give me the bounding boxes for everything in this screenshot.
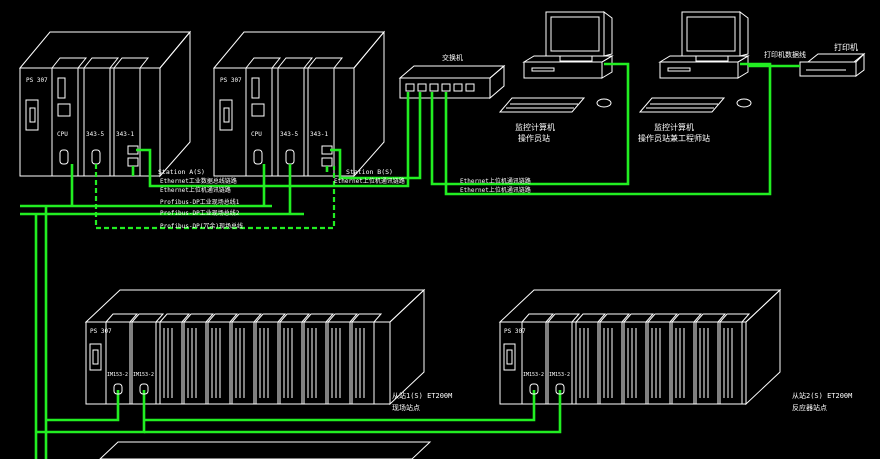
station-b-rack: PS 307 CPU 343-5 343-1 [212,30,386,178]
station-b-link-label: Ethernet上位机通讯链路 [334,177,405,185]
station-b-label: Station B(S) [346,168,393,176]
station-b-ps-label: PS 307 [220,77,242,84]
remote-1-io-slot-top [278,313,311,323]
printer-link-label: 打印机数据线 [764,50,806,59]
station-a-ps-label: PS 307 [26,77,48,84]
pc-2-caption-line-2: 操作员站兼工程师站 [638,133,710,143]
switch-to-pc1-link [430,62,630,186]
bus-label-4: Profibus-DP工业现场总线2 [160,209,240,217]
remote-1-io-slot-top [350,313,383,323]
printer-label: 打印机 [834,42,858,52]
remote-2-io-slot-top [622,313,655,323]
pc-ethernet-label-2: Ethernet上位机通讯链路 [460,186,531,194]
pc-1-caption: 监控计算机 操作员站 [515,122,555,143]
remote-2-io-slot-top [694,313,727,323]
bus-label-2: Ethernet上位机通讯链路 [160,186,231,194]
printer: 打印机 [799,42,866,77]
profibus-dp-redundant-bus [94,164,336,230]
remote-1-io-slot-top [230,313,263,323]
station-b-module-2-label: 343-5 [280,131,298,138]
station-a-module-3-label: 343-1 [116,131,134,138]
pc-1-caption-line-1: 监控计算机 [515,122,555,132]
remote-1-im-1-label: IM153-2 [107,372,128,378]
remote-connectors [113,383,565,395]
remote-1-io-slot-top [326,313,359,323]
station-b-module-3-label: 343-1 [310,131,328,138]
remote-1-io-modules [158,313,383,405]
station-b-ps-module: PS 307 [219,77,242,131]
remote-station-2-rack: PS 307 IM153-2 IM153-2 [498,288,782,406]
remote-2-io-slot-top [718,313,751,323]
remote-station-3-rack-partial [99,441,432,459]
remote-2-caption-line-1: 从站2(S) ET200M [792,391,852,400]
station-b-module-1-label: CPU [251,131,262,138]
bus-label-3: Profibus-DP工业现场总线1 [160,198,240,206]
remote-2-io-modules [574,313,751,405]
remote-2-caption-line-2: 反应器站点 [792,403,827,412]
station-a-module-1-label: CPU [57,131,68,138]
remote-1-io-slot-top [254,313,287,323]
remote-1-caption-line-1: 从站1(S) ET200M [392,391,452,400]
station-a-ps-module: PS 307 [25,77,48,131]
remote-1-caption-line-2: 现场站点 [392,403,420,412]
station-a-cpu-module: CPU [50,57,88,177]
monitoring-pc-2 [638,11,752,113]
station-a-label: Station A(S) [158,168,205,176]
station-a-ethernet-link [136,92,410,188]
remote-2-profibus-link-2 [144,390,562,434]
remote-2-io-slot-top [574,313,607,323]
station-a-module-2-label: 343-5 [86,131,104,138]
remote-2-io-slot-top [670,313,703,323]
station-a-cp343-1-module: 343-1 [112,57,150,177]
pc-2-caption: 监控计算机 操作员站兼工程师站 [638,122,710,143]
remote-1-io-slot-top [158,313,191,323]
station-b-ethernet-link [330,92,422,180]
remote-2-im-2-label: IM153-2 [549,372,570,378]
station-b-cpu-module: CPU [244,57,282,177]
pc-1-caption-line-2: 操作员站 [518,133,550,143]
remote-2-caption: 从站2(S) ET200M 反应器站点 [792,391,852,412]
remote-1-io-slot-top [206,313,239,323]
pc-ethernet-label-1: Ethernet上位机通讯链路 [460,177,531,185]
station-a-rack: PS 307 CPU 343-5 343-1 [18,30,192,178]
bus-label-5: Profibus-DP(冗余)现场总线 [160,222,243,230]
remote-1-profibus-link-1 [46,390,120,422]
remote-1-io-slot-top [302,313,335,323]
remote-2-ps-label: PS 307 [504,328,526,335]
profibus-dp-bus-2 [20,164,304,216]
remote-1-io-slot-top [182,313,215,323]
remote-2-im-1-label: IM153-2 [523,372,544,378]
remote-2-io-slot-top [646,313,679,323]
bus-labels: Station A(S) Ethernet工业数据总线链路 Ethernet上位… [158,168,531,230]
remote-1-caption: 从站1(S) ET200M 现场站点 [392,391,452,412]
remote-1-ps-label: PS 307 [90,328,112,335]
ethernet-switch: 交换机 [398,53,506,100]
remote-station-1-rack: PS 307 IM153-2 IM153-2 [84,288,426,406]
profibus-dp-bus-1 [20,164,272,208]
remote-1-im-2-label: IM153-2 [133,372,154,378]
network-cabling [20,62,800,459]
remote-2-io-slot-top [598,313,631,323]
bus-label-1: Ethernet工业数据总线链路 [160,177,237,185]
switch-to-pc2-link [444,62,772,196]
monitoring-pc-1 [498,11,614,113]
pc-2-caption-line-1: 监控计算机 [654,122,694,132]
switch-label: 交换机 [442,53,463,62]
remote-2-profibus-link-1 [144,390,536,422]
